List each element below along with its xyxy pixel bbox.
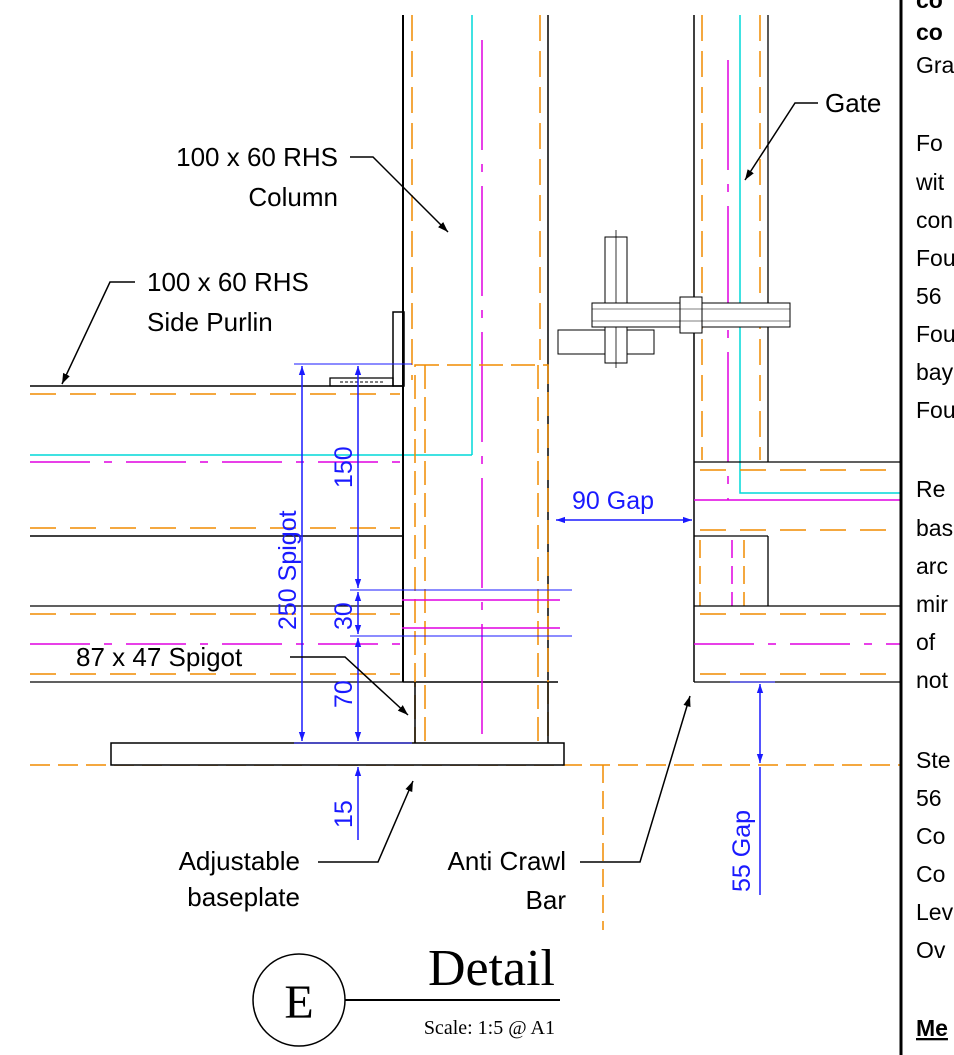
- notes-line-6: Fou: [916, 245, 954, 271]
- leader-column: [350, 156, 449, 233]
- notes-line-14: mir: [916, 591, 948, 617]
- spigot-87-label: 87 x 47 Spigot: [76, 642, 243, 672]
- notes-line-16: not: [916, 667, 949, 693]
- notes-line-0: co: [916, 0, 943, 13]
- column-label-line2: Column: [248, 182, 338, 212]
- dim-250-spigot: [294, 363, 412, 744]
- side-purlin: [30, 385, 472, 537]
- baseplate-label-line2: baseplate: [187, 882, 300, 912]
- baseplate-label-line1: Adjustable: [179, 846, 300, 876]
- notes-line-21: Lev: [916, 899, 954, 925]
- notes-line-1: co: [916, 19, 943, 45]
- notes-line-10: Fou: [916, 397, 954, 423]
- leader-gate: [744, 102, 818, 181]
- notes-line-5: con: [916, 207, 953, 233]
- leader-purlin: [61, 281, 135, 385]
- angle-bracket: [329, 311, 405, 387]
- notes-line-7: 56: [916, 283, 942, 309]
- dim-55-gap: [730, 681, 775, 895]
- leader-anticrawl: [580, 695, 691, 863]
- detail-scale: Scale: 1:5 @ A1: [424, 1017, 555, 1039]
- detail-title: Detail: [428, 940, 555, 997]
- dim-90-gap-label: 90 Gap: [572, 487, 654, 515]
- notes-line-12: bas: [916, 515, 953, 541]
- notes-line-20: Co: [916, 861, 945, 887]
- detail-letter: E: [284, 976, 313, 1029]
- spigot: [402, 364, 572, 746]
- notes-line-2: Gra: [916, 52, 954, 78]
- notes-line-11: Re: [916, 476, 945, 502]
- dim-55-gap-label: 55 Gap: [728, 810, 756, 892]
- dim-chain-vertical: [350, 366, 405, 840]
- anticrawl-label-line2: Bar: [526, 885, 567, 915]
- column-label-line1: 100 x 60 RHS: [176, 142, 338, 172]
- purlin-label-line2: Side Purlin: [147, 307, 273, 337]
- notes-line-22: Ov: [916, 937, 946, 963]
- dim-30-label: 30: [330, 602, 358, 630]
- leader-baseplate: [318, 780, 414, 863]
- notes-line-17: Ste: [916, 747, 951, 773]
- notes-line-3: Fo: [916, 130, 943, 156]
- gate-label: Gate: [825, 88, 881, 118]
- notes-line-23: Me: [916, 1015, 948, 1041]
- leader-spigot: [290, 656, 409, 716]
- notes-line-4: wit: [915, 169, 945, 195]
- dim-150-label: 150: [330, 446, 358, 488]
- notes-line-9: bay: [916, 359, 954, 385]
- dim-250-label: 250 Spigot: [274, 510, 302, 630]
- purlin-label-line1: 100 x 60 RHS: [147, 267, 309, 297]
- baseplate: [110, 742, 565, 766]
- notes-panel: co co Gra Fo wit con Fou 56 Fou bay Fou …: [915, 0, 954, 1041]
- notes-line-18: 56: [916, 785, 942, 811]
- notes-line-15: of: [916, 629, 936, 655]
- hinge: [557, 230, 791, 368]
- anticrawl-label-line1: Anti Crawl: [448, 846, 566, 876]
- detail-title-block: [252, 953, 560, 1047]
- dim-15-label: 15: [330, 800, 358, 828]
- dim-70-label: 70: [330, 680, 358, 708]
- gate: [693, 15, 900, 683]
- notes-line-13: arc: [916, 553, 948, 579]
- notes-line-8: Fou: [916, 321, 954, 347]
- lower-rails: [30, 605, 403, 683]
- notes-line-19: Co: [916, 823, 945, 849]
